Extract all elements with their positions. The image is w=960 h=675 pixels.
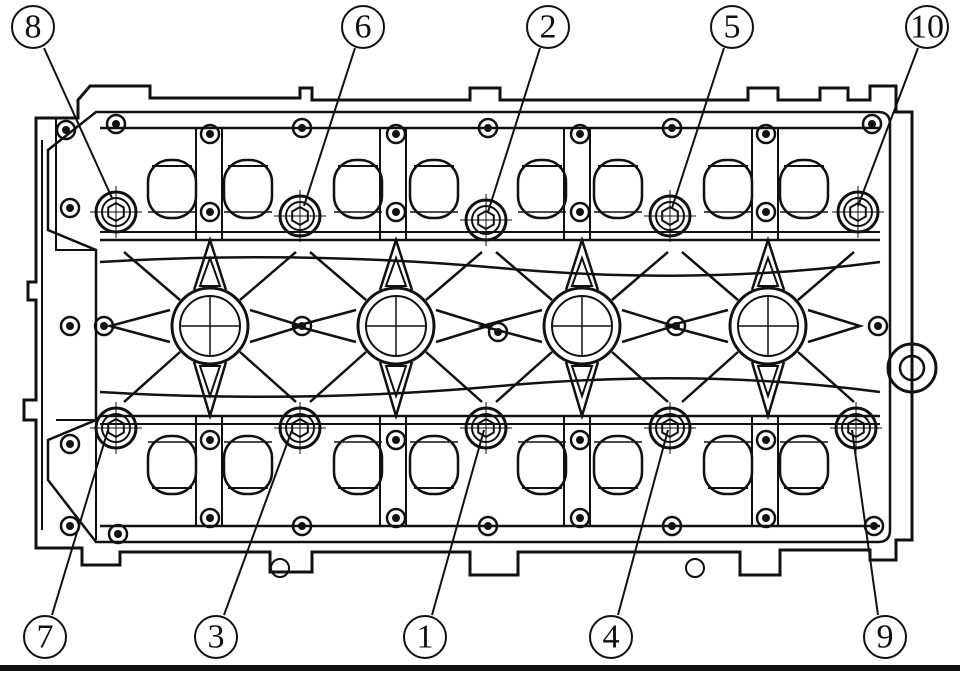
tappet-pocket [592, 434, 644, 496]
cover-screw [291, 117, 313, 139]
tappet-pocket [408, 434, 460, 496]
callout-5: 5 [671, 5, 754, 209]
head-bolt [830, 402, 882, 454]
cover-screw [59, 433, 81, 455]
callout-2: 2 [487, 5, 570, 213]
cover-screw [569, 201, 591, 223]
tappet-pocket [146, 434, 198, 496]
cover-screw [385, 123, 407, 145]
head-bolt [274, 402, 326, 454]
head-bolt [460, 194, 512, 246]
cover-screw [199, 201, 221, 223]
callout-label: 6 [355, 9, 372, 46]
tappet-pocket [516, 434, 568, 496]
callout-7: 7 [23, 429, 109, 659]
lower-rib [99, 377, 881, 399]
cover-screw [755, 429, 777, 451]
cover-screw [661, 515, 683, 537]
cover-screw [569, 507, 591, 529]
callout-label: 2 [540, 9, 557, 46]
head-bolt [274, 190, 326, 242]
callout-label: 10 [910, 9, 944, 46]
cover-screw [755, 123, 777, 145]
cover-screw [385, 429, 407, 451]
cylinder-head-outline [22, 84, 938, 578]
tappet-pocket [702, 434, 754, 496]
tappet-pocket [778, 158, 830, 220]
tappet-pocket [702, 158, 754, 220]
upper-rib [99, 255, 881, 277]
reinforcement-ribs [99, 235, 881, 421]
cover-screw [199, 123, 221, 145]
head-bolt [460, 402, 512, 454]
star-rib [663, 235, 865, 421]
cover-screw [867, 315, 889, 337]
valve-tappets-bottom [146, 434, 830, 496]
tappet-pocket [332, 158, 384, 220]
cover-screws [55, 113, 889, 545]
cover-screw [385, 507, 407, 529]
callout-10: 10 [857, 5, 949, 207]
cover-screw [59, 197, 81, 219]
cover-screw [55, 119, 77, 141]
cover-screw [665, 315, 687, 337]
head-bolt [644, 190, 696, 242]
head-bolt [90, 186, 142, 238]
head-bolt [90, 402, 142, 454]
spark-plug-wells [170, 286, 808, 366]
spark-plug-well [542, 286, 622, 366]
callout-label: 5 [724, 9, 741, 46]
cover-screw [385, 201, 407, 223]
spark-plug-well [170, 286, 250, 366]
cover-screw [199, 507, 221, 529]
tappet-pocket [222, 158, 274, 220]
callout-6: 6 [303, 5, 385, 207]
callout-9: 9 [851, 429, 907, 659]
star-rib [477, 235, 679, 421]
cover-screw [107, 523, 129, 545]
callout-1: 1 [403, 429, 485, 659]
cover-screw [487, 321, 509, 343]
cover-screw [755, 507, 777, 529]
valve-tappets-top [146, 158, 830, 220]
tappet-pocket [332, 434, 384, 496]
callout-label: 8 [25, 9, 42, 46]
callout-label: 7 [37, 619, 54, 656]
cover-screw [93, 315, 115, 337]
tappet-pocket [592, 158, 644, 220]
star-rib [291, 235, 493, 421]
tappet-pocket [146, 158, 198, 220]
callouts: 8 6 2 5 10 7 3 [11, 5, 949, 659]
cover-screw [199, 429, 221, 451]
callout-8: 8 [11, 5, 113, 199]
head-bolts [90, 186, 884, 454]
callout-3: 3 [194, 429, 293, 659]
tappet-pocket [222, 434, 274, 496]
head-bolt [832, 186, 884, 238]
spark-plug-well [356, 286, 436, 366]
callout-label: 1 [417, 619, 434, 656]
cover-screw [661, 117, 683, 139]
cover-screw [569, 429, 591, 451]
cover-screw [477, 515, 499, 537]
cover-screw [755, 201, 777, 223]
cover-screw [59, 315, 81, 337]
spark-plug-well [728, 286, 808, 366]
cover-screw [569, 123, 591, 145]
callout-label: 3 [208, 619, 225, 656]
cover-screw [861, 113, 883, 135]
star-rib [105, 235, 307, 421]
callout-label: 4 [603, 619, 620, 656]
callout-label: 9 [877, 619, 894, 656]
cover-screw [105, 113, 127, 135]
head-bolt [644, 402, 696, 454]
tappet-pocket [408, 158, 460, 220]
tappet-pocket [516, 158, 568, 220]
cover-screw [291, 315, 313, 337]
cover-screw [291, 515, 313, 537]
tappet-pocket [778, 434, 830, 496]
callout-4: 4 [589, 429, 669, 659]
cover-screw [477, 117, 499, 139]
